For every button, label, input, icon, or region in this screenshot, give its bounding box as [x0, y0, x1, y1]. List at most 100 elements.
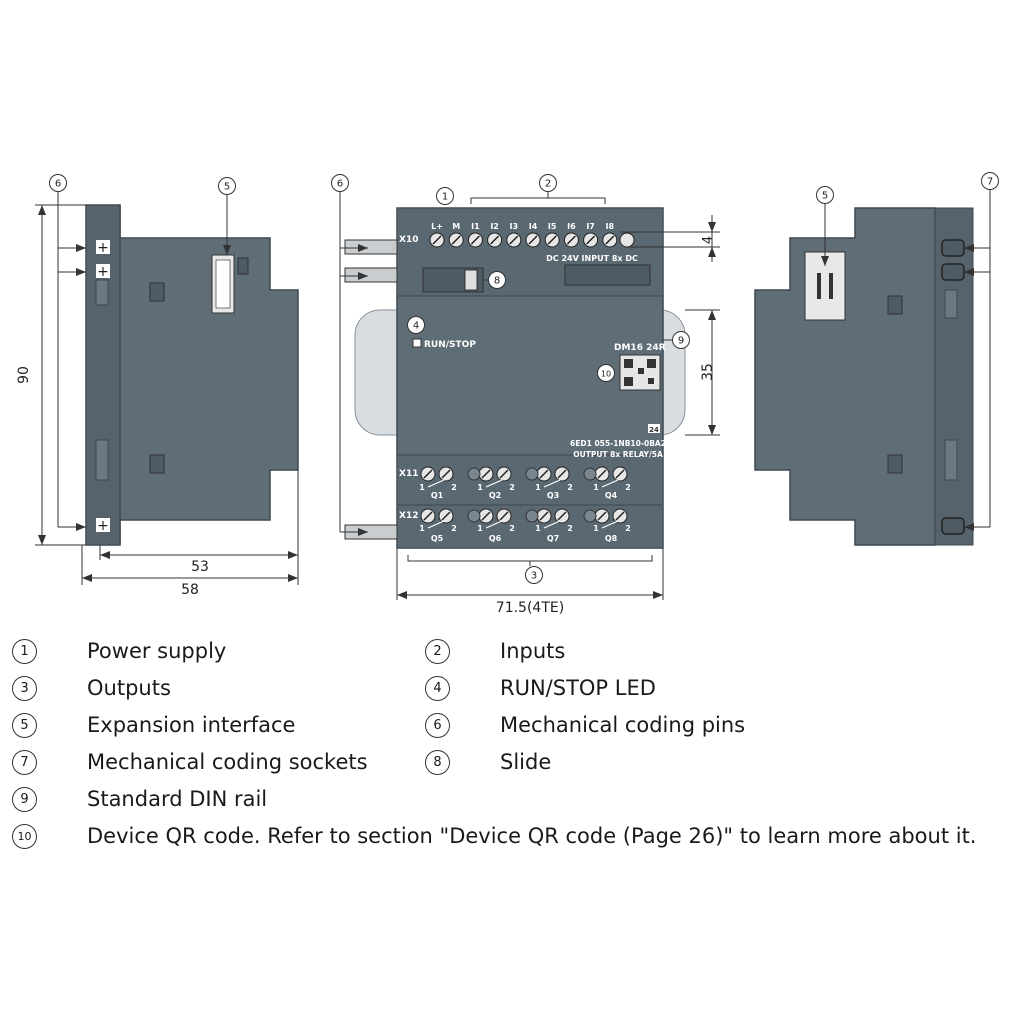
x11-label: X11 [399, 469, 418, 479]
contact-label-1: 1 [593, 483, 599, 492]
screw-slot [566, 235, 576, 245]
screw-slot [470, 235, 480, 245]
screw-slot [441, 511, 451, 521]
terminal-label: L+ [431, 222, 443, 231]
legend-item: 2 Inputs [425, 636, 565, 666]
screw-slot [423, 511, 433, 521]
logo-module-dimension-drawing: + + + X10 X11 X [16, 172, 999, 616]
contact-label-1: 1 [419, 483, 425, 492]
relay-symbol [601, 520, 619, 529]
callout-circle [672, 331, 690, 349]
callout-circle [525, 566, 543, 584]
legend-text: Inputs [500, 639, 566, 663]
terminal-label: I8 [606, 222, 615, 231]
legend-number: 1 [12, 638, 37, 664]
unused-terminal [583, 467, 597, 481]
screw-slot [557, 511, 567, 521]
legend-text: Expansion interface [87, 713, 296, 737]
contact-label-1: 1 [593, 524, 599, 533]
contact-label-1: 1 [419, 524, 425, 533]
output-label: Q7 [547, 534, 559, 543]
terminal-label: I1 [471, 222, 480, 231]
legend-text: RUN/STOP LED [500, 676, 656, 700]
legend-number: 8 [425, 749, 450, 775]
output-label: Q6 [489, 534, 502, 543]
callout-number: 1 [442, 192, 448, 203]
callout-circle [407, 316, 425, 334]
callout-circle [488, 271, 506, 289]
model-label: DM16 24R [614, 343, 666, 353]
legend-text: Mechanical coding pins [500, 713, 746, 737]
legend-number: 7 [12, 749, 37, 775]
relay-symbol [485, 520, 503, 529]
screw-slot [547, 235, 557, 245]
terminal-label: I5 [548, 222, 557, 231]
contact-label-1: 1 [477, 483, 483, 492]
screw-slot [528, 235, 538, 245]
svg-text:+: + [97, 518, 109, 534]
unused-terminal [525, 509, 539, 523]
contact-label-2: 2 [567, 524, 573, 533]
terminal-label: I2 [490, 222, 499, 231]
screw-slot [481, 511, 491, 521]
relay-symbol [601, 479, 619, 488]
callout-circle [981, 172, 999, 190]
svg-text:+: + [97, 240, 109, 256]
legend-number: 6 [425, 712, 450, 738]
legend-number: 9 [12, 786, 37, 812]
contact-label-1: 1 [535, 524, 541, 533]
x12-label: X12 [399, 511, 418, 521]
run-stop-label: RUN/STOP [424, 340, 476, 350]
legend-text: Slide [500, 750, 552, 774]
callout-circle [331, 174, 349, 192]
output-label: Q8 [605, 534, 618, 543]
callout-number: 5 [822, 191, 828, 202]
contact-label-1: 1 [535, 483, 541, 492]
callout-circle [436, 187, 454, 205]
legend-item: 1 Power supply [12, 636, 226, 666]
legend-text: Power supply [87, 639, 227, 663]
unused-terminal [467, 509, 481, 523]
callout-number: 9 [678, 336, 684, 347]
input-spec: DC 24V INPUT 8x DC [546, 254, 638, 263]
screw-slot [509, 235, 519, 245]
relay-symbol [543, 479, 561, 488]
screw-slot [597, 469, 607, 479]
legend-number: 10 [12, 823, 37, 849]
dim-depth-inner: 53 [191, 559, 209, 575]
relay-symbol [543, 520, 561, 529]
callout-circle [539, 174, 557, 192]
unused-terminal [619, 232, 635, 248]
dimension-arrowheads [38, 205, 974, 599]
screw-slot [539, 511, 549, 521]
order-number: 6ED1 055-1NB10-0BA2 [570, 439, 666, 448]
contact-label-2: 2 [451, 524, 457, 533]
screw-slot [605, 235, 615, 245]
legend-item: 8 Slide [425, 747, 551, 777]
legend-text: Device QR code. Refer to section "Device… [87, 824, 977, 848]
output-spec: OUTPUT 8x RELAY/5A [573, 450, 663, 459]
center-front-view: X10 X11 X12 DC 24V INPUT 8x DC RUN/STOP … [344, 207, 686, 549]
contact-label-2: 2 [625, 524, 631, 533]
right-side-view [754, 207, 974, 546]
dim-height: 90 [16, 366, 32, 384]
screw-slot [539, 469, 549, 479]
legend-number: 2 [425, 638, 450, 664]
callout-number: 6 [55, 179, 61, 190]
callout-number: 3 [531, 571, 537, 582]
legend-number: 3 [12, 675, 37, 701]
screw-slot [432, 235, 442, 245]
output-label: Q2 [489, 491, 501, 500]
dim-rail: 35 [700, 363, 716, 381]
dim-terminal-gap: 4 [701, 236, 716, 244]
screw-slot [451, 235, 461, 245]
unused-terminal [525, 467, 539, 481]
callout-number: 5 [224, 182, 230, 193]
